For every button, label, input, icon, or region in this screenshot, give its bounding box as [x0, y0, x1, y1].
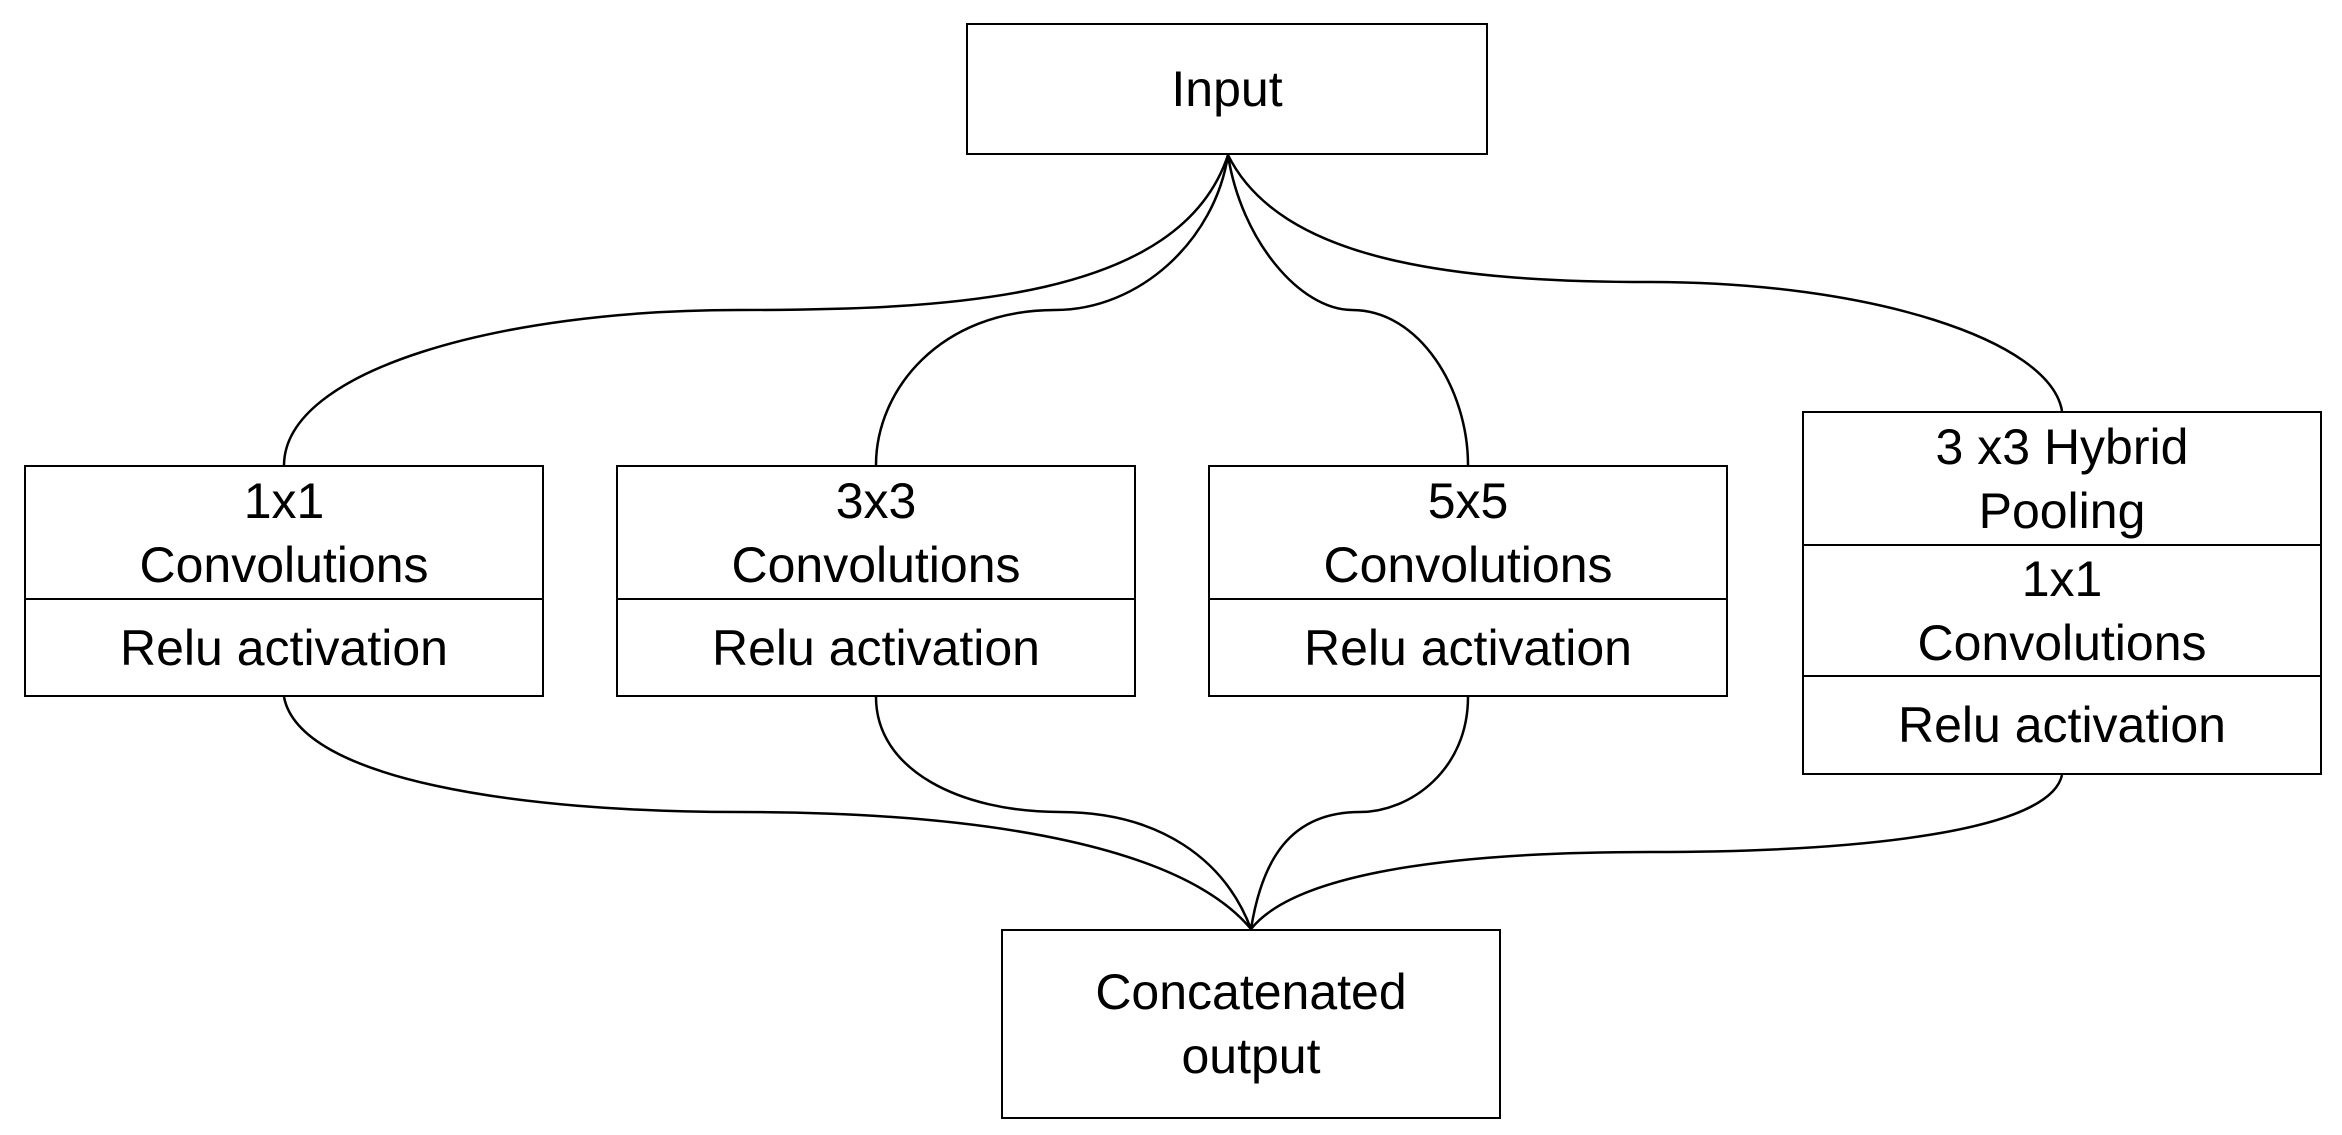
conv3x3-activation-cell: Relu activation [618, 598, 1134, 695]
pool-conv1x1-cell: 1x1 Convolutions [1804, 544, 2320, 675]
connector-input-to-pool [1226, 154, 2064, 412]
conv1x1-convolutions-label: Convolutions [139, 536, 429, 593]
pool-activation-cell: Relu activation [1804, 675, 2320, 773]
conv1x1-branch-box: 1x1 Convolutions Relu activation [24, 465, 544, 697]
input-box: Input [966, 23, 1488, 155]
connector-conv3-to-output [874, 696, 1253, 930]
conv1x1-layer-cell: 1x1 Convolutions [26, 467, 542, 598]
pool-relu-label: Relu activation [1898, 697, 2226, 753]
output-label-cell: Concatenated output [1003, 931, 1499, 1117]
conv3x3-layer-cell: 3x3 Convolutions [618, 467, 1134, 598]
conv3x3-relu-label: Relu activation [712, 619, 1040, 676]
connector-input-to-conv5 [1226, 154, 1470, 466]
conv5x5-branch-box: 5x5 Convolutions Relu activation [1208, 465, 1728, 697]
hybrid-pooling-label: Pooling [1978, 482, 2146, 539]
conv5x5-size-label: 5x5 [1427, 472, 1509, 529]
conv5x5-activation-cell: Relu activation [1210, 598, 1726, 695]
connector-pool-to-output [1250, 774, 2064, 930]
conv3x3-branch-box: 3x3 Convolutions Relu activation [616, 465, 1136, 697]
conv3x3-size-label: 3x3 [835, 472, 917, 529]
output-label-line-1: Concatenated [1095, 964, 1407, 1020]
hybrid-pooling-cell: 3 x3 Hybrid Pooling [1804, 413, 2320, 544]
conv1x1-size-label: 1x1 [243, 472, 325, 529]
output-label-line-2: output [1181, 1028, 1321, 1084]
conv5x5-relu-label: Relu activation [1304, 619, 1632, 676]
conv1x1-activation-cell: Relu activation [26, 598, 542, 695]
connector-input-to-conv3 [874, 154, 1230, 466]
conv3x3-convolutions-label: Convolutions [731, 536, 1021, 593]
pool-conv1x1-size-label: 1x1 [2021, 550, 2103, 607]
input-label-cell: Input [968, 25, 1486, 153]
conv5x5-layer-cell: 5x5 Convolutions [1210, 467, 1726, 598]
input-label: Input [1171, 61, 1283, 117]
hybrid-pooling-size-label: 3 x3 Hybrid [1935, 418, 2189, 475]
conv1x1-relu-label: Relu activation [120, 619, 448, 676]
conv5x5-convolutions-label: Convolutions [1323, 536, 1613, 593]
connector-conv5-to-output [1249, 696, 1470, 930]
pooling-branch-box: 3 x3 Hybrid Pooling 1x1 Convolutions Rel… [1802, 411, 2322, 775]
connector-conv1-to-output [282, 696, 1252, 930]
output-box: Concatenated output [1001, 929, 1501, 1119]
connector-input-to-conv1 [282, 154, 1230, 466]
pool-conv1x1-convolutions-label: Convolutions [1917, 614, 2207, 671]
